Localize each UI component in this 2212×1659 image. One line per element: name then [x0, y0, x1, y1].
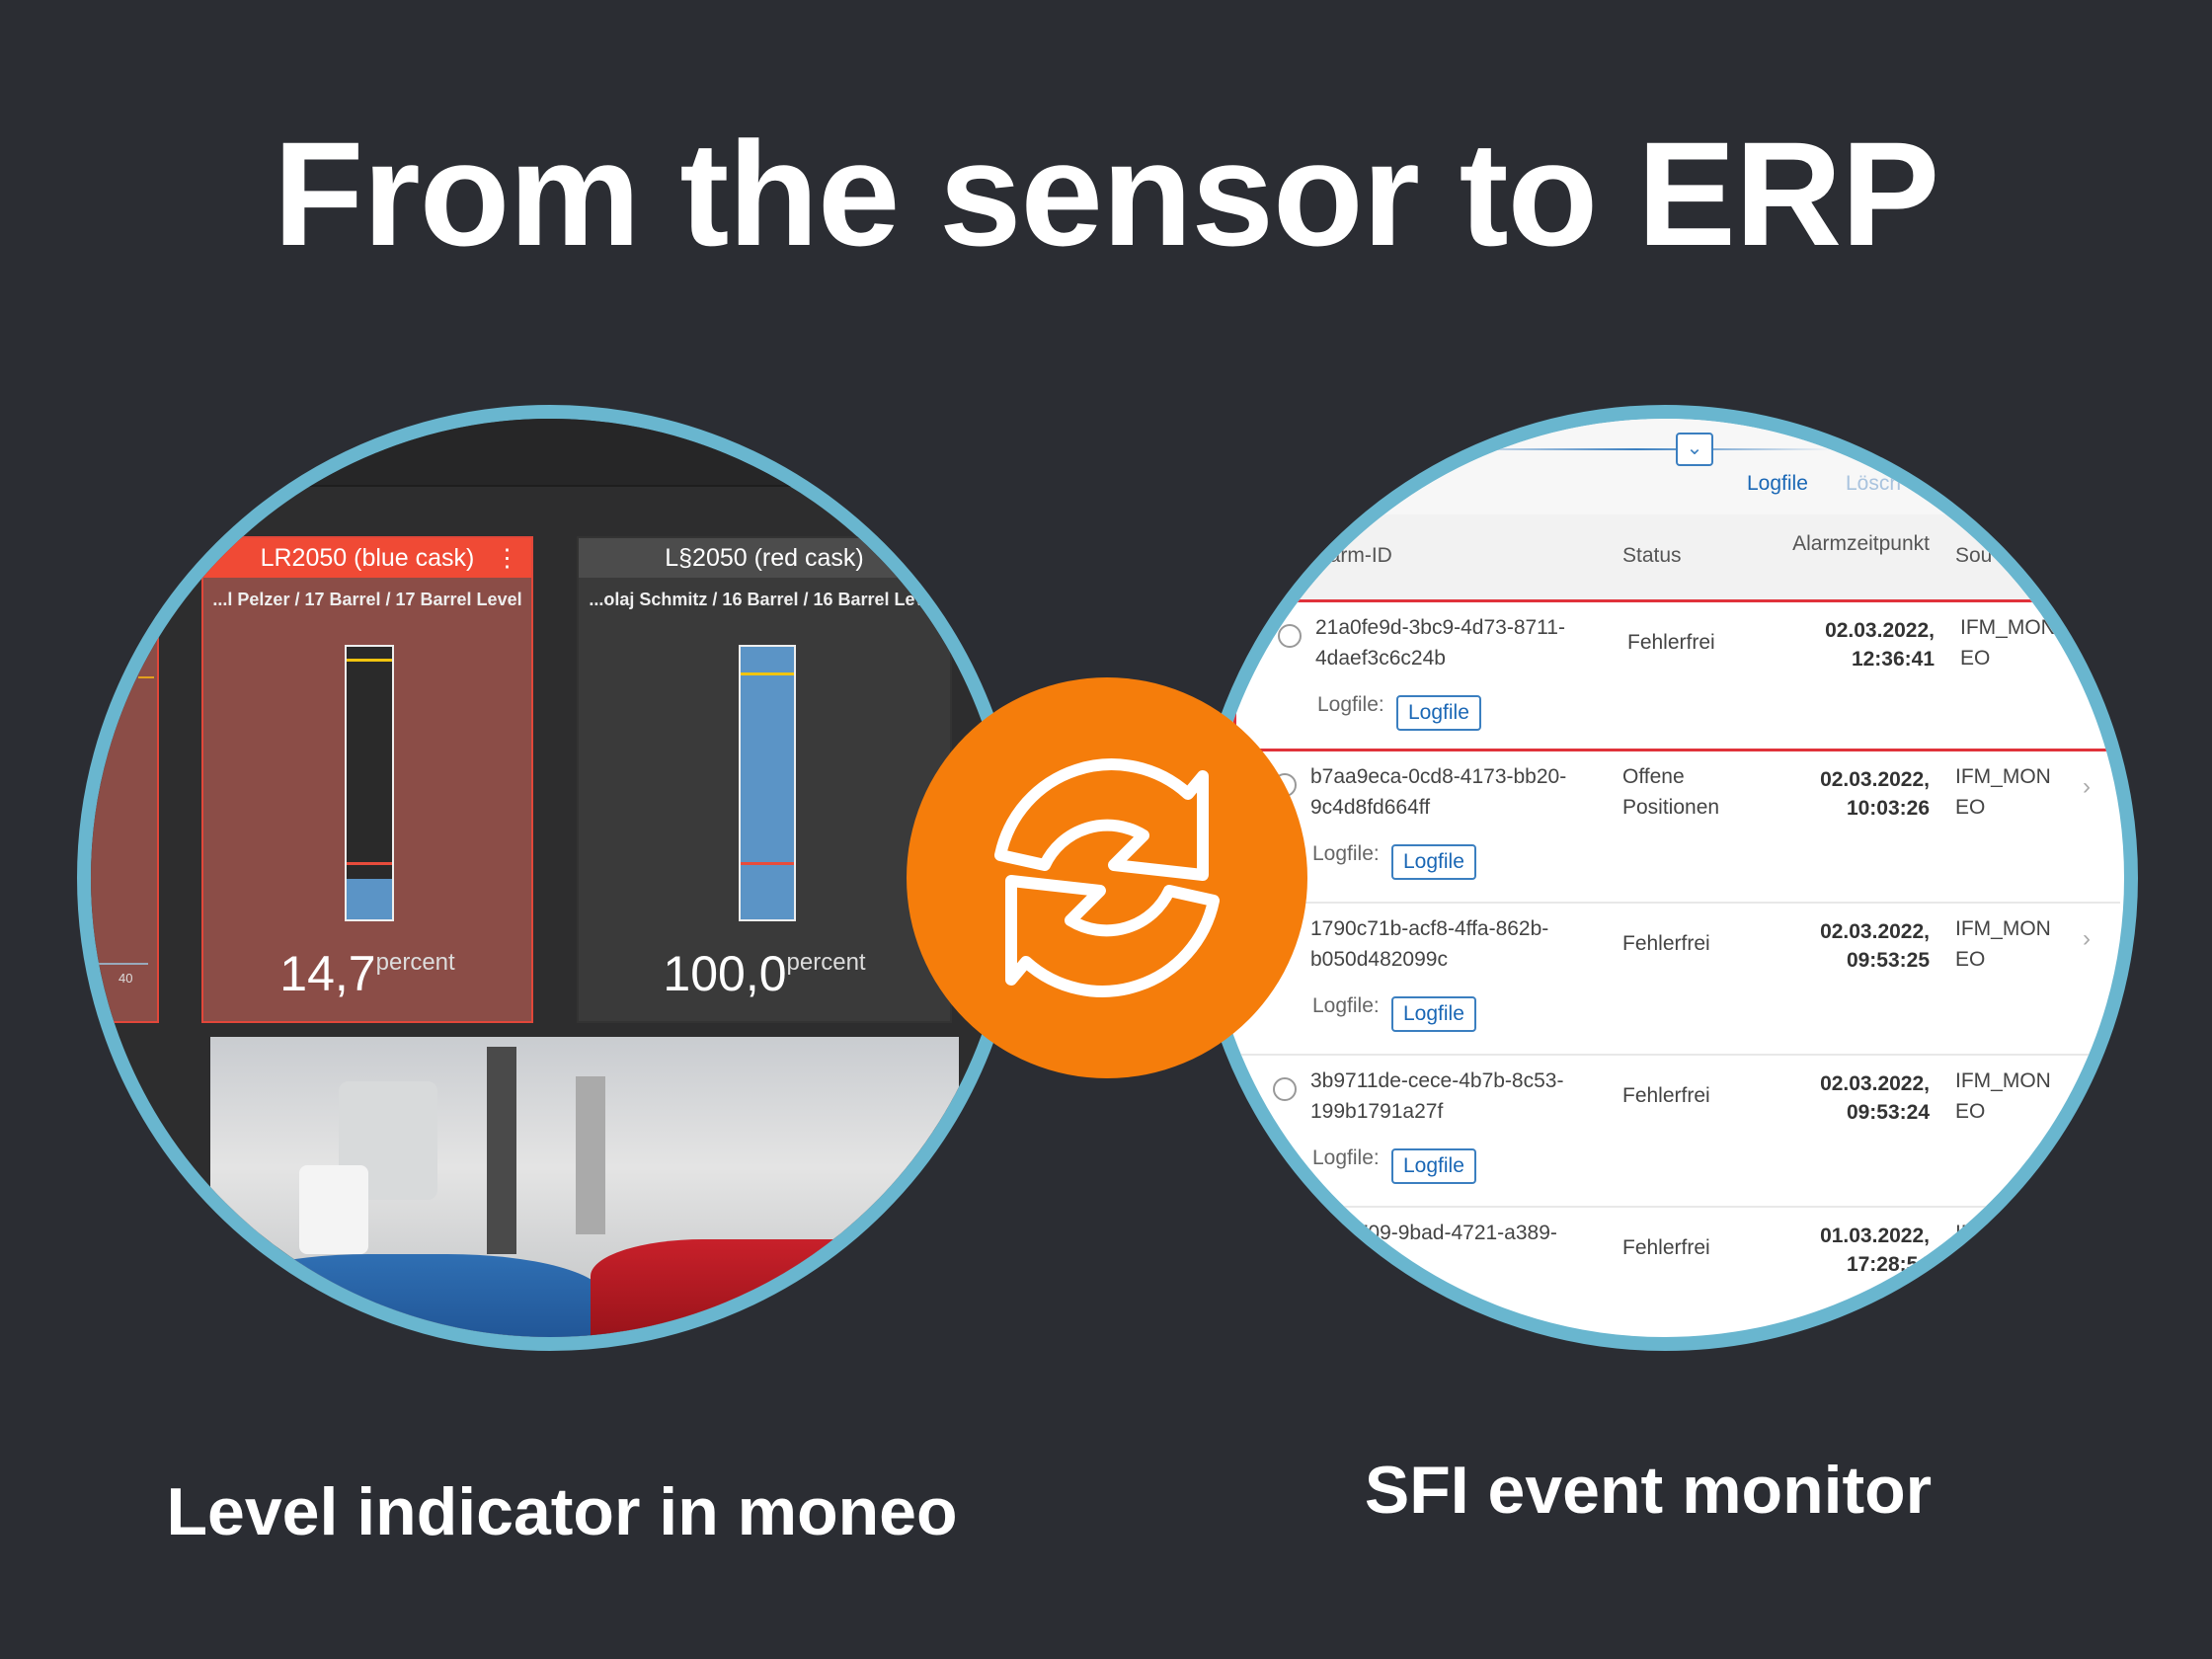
table-row[interactable]: 3b9711de-cece-4b7b-8c53- 199b1791a27f Feh…: [1231, 1056, 2120, 1208]
logfile-link[interactable]: Logfile: [1747, 472, 1808, 495]
lower-threshold: [347, 862, 392, 865]
slide-title: From the sensor to ERP: [273, 111, 1940, 276]
alarm-date: 02.03.2022,: [1820, 1072, 1930, 1095]
logfile-label: Logfile:: [1317, 693, 1384, 716]
barrel-photo: [210, 1037, 959, 1337]
table-row[interactable]: 21a0fe9d-3bc9-4d73-8711- 4daef3c6c24b Feh…: [1233, 599, 2122, 751]
card-subtitle: ...l Pelzer / 17 Barrel / 17 Barrel Leve…: [212, 590, 522, 609]
source-cont: EO: [1955, 1100, 1986, 1123]
caption-moneo: Level indicator in moneo: [166, 1474, 958, 1549]
column-alarm-time[interactable]: Alarmzeitpunkt: [1792, 532, 1930, 555]
alarm-date: 02.03.2022,: [1820, 920, 1930, 943]
logfile-button[interactable]: Logfile: [1391, 1301, 1476, 1336]
status-text: Fehlerfrei: [1622, 1236, 1710, 1259]
alarm-id: 1790c71b-acf8-4ffa-862b-: [1310, 917, 1549, 940]
alarm-id-cont: 4daef3c6c24b: [1315, 647, 1446, 670]
logfile-label: Logfile:: [1312, 1146, 1380, 1169]
chevron-right-icon[interactable]: ›: [2083, 925, 2091, 952]
card-header: LR2050 (blue cask) ⋮: [203, 538, 531, 578]
card-subtitle: ...olaj Schmitz / 16 Barrel / 16 Barrel …: [589, 590, 940, 609]
alarm-time: 12:36:41: [1851, 648, 1935, 671]
alarm-date: 02.03.2022,: [1820, 768, 1930, 791]
table-row[interactable]: 1790c71b-acf8-4ffa-862b-b050d482099c Feh…: [1231, 904, 2120, 1056]
alarm-id-cont: b050d482099c: [1310, 948, 1448, 971]
alarm-date: 02.03.2022,: [1825, 619, 1935, 642]
alarm-time: 09:53:24: [1846, 1101, 1930, 1124]
source-cont: EO: [1960, 647, 1991, 670]
level-fill: [741, 647, 794, 919]
sync-badge: [907, 677, 1307, 1078]
logfile-button[interactable]: Logfile: [1391, 1148, 1476, 1184]
alarm-time: 17:28:54: [1846, 1253, 1930, 1276]
level-bar: [739, 645, 796, 921]
sync-icon: [994, 758, 1220, 997]
row-radio[interactable]: [1273, 1077, 1297, 1101]
alarm-id-cont: 199b1791a27f: [1310, 1100, 1444, 1123]
delete-link[interactable]: Lösch: [1846, 472, 1902, 495]
more-menu-icon[interactable]: ⋮: [495, 544, 519, 572]
column-status[interactable]: Status: [1622, 544, 1682, 567]
upper-threshold: [741, 672, 794, 675]
status-text: Fehlerfrei: [1622, 1084, 1710, 1107]
source-cont: EO: [1955, 1252, 1986, 1275]
level-value: 100,0percent: [663, 946, 866, 1001]
moneo-topbar: [91, 419, 1009, 487]
alarm-id: 21a0fe9d-3bc9-4d73-8711-: [1315, 616, 1565, 639]
alarm-id: 3b9711de-cece-4b7b-8c53-: [1310, 1069, 1564, 1092]
source-cont: EO: [1955, 948, 1986, 971]
axis-tick: 40: [118, 971, 133, 986]
source: IFM_MON: [1955, 917, 2051, 940]
alarm-time: 09:53:25: [1846, 949, 1930, 972]
source: IFM_MON: [1955, 1222, 2051, 1244]
chevron-right-icon[interactable]: ›: [2083, 773, 2091, 800]
sfi-event-monitor-circle: ⌄ Logfile Lösch Alarm-ID Status Alarmzei…: [1192, 405, 2138, 1351]
level-card-blue-cask[interactable]: LR2050 (blue cask) ⋮ ...l Pelzer / 17 Bar…: [201, 536, 533, 1023]
alarm-time: 10:03:26: [1846, 797, 1930, 820]
chevron-right-icon[interactable]: ›: [2088, 624, 2095, 651]
lower-threshold: [741, 862, 794, 865]
alarm-date: 01.03.2022,: [1820, 1224, 1930, 1247]
column-alarm-id[interactable]: Alarm-ID: [1310, 544, 1392, 567]
row-radio[interactable]: [1278, 624, 1302, 648]
level-card-red-cask[interactable]: L§2050 (red cask) ...olaj Schmitz / 16 B…: [577, 536, 952, 1023]
chevron-right-icon[interactable]: ›: [2083, 1077, 2091, 1104]
level-value: 14,7percent: [279, 946, 455, 1001]
partial-card: 40: [91, 536, 159, 1023]
table-row[interactable]: b7aa9eca-0cd8-4173-bb20- 9c4d8fd664ff Off…: [1231, 751, 2120, 904]
alarm-id: b7aa9eca-0cd8-4173-bb20-: [1310, 765, 1567, 788]
card-title: LR2050 (blue cask): [260, 544, 475, 572]
status-text: Offene Positionen: [1622, 765, 1720, 819]
collapse-chevron-icon[interactable]: ⌄: [1676, 433, 1713, 466]
caption-sfi: SFI event monitor: [1364, 1453, 1933, 1528]
logfile-label: Logfile:: [1312, 842, 1380, 865]
alarm-id: e789709-9bad-4721-a389-: [1310, 1222, 1557, 1244]
source: IFM_MON: [1955, 765, 2051, 788]
status-text: Fehlerfrei: [1622, 932, 1710, 955]
row-radio[interactable]: [1273, 1229, 1297, 1253]
status-text: Fehlerfrei: [1627, 631, 1715, 654]
source: IFM_MON: [1955, 1069, 2051, 1092]
alarm-id-cont: 9c4d8fd664ff: [1310, 796, 1431, 819]
column-source[interactable]: Sou: [1955, 544, 1993, 567]
monitor-toolbar: [1206, 419, 2124, 514]
alarm-id-cont: 5e255c: [1310, 1252, 1379, 1275]
logfile-button[interactable]: Logfile: [1396, 695, 1481, 731]
level-bar: [345, 645, 394, 921]
level-fill: [347, 879, 392, 919]
upper-threshold: [347, 659, 392, 662]
logfile-label: Logfile:: [1312, 994, 1380, 1017]
logfile-button[interactable]: Logfile: [1391, 996, 1476, 1032]
table-row[interactable]: e789709-9bad-4721-a389- 5e255c Fehlerfrei…: [1231, 1208, 2120, 1337]
source-cont: EO: [1955, 796, 1986, 819]
card-title: L§2050 (red cask): [579, 538, 950, 578]
logfile-label: Logfile:: [1312, 1299, 1380, 1321]
table-header: Alarm-ID Status Alarmzeitpunkt Sou: [1206, 514, 2124, 599]
source: IFM_MON: [1960, 616, 2056, 639]
logfile-button[interactable]: Logfile: [1391, 844, 1476, 880]
moneo-level-circle: 40 LR2050 (blue cask) ⋮ ...l Pelzer / 17 …: [77, 405, 1023, 1351]
chevron-right-icon[interactable]: ›: [2083, 1229, 2091, 1256]
